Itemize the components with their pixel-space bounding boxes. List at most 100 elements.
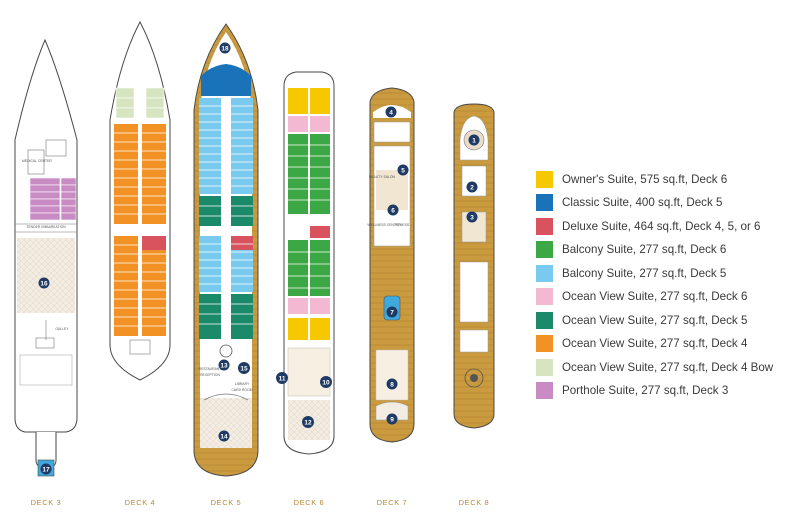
legend-swatch [536, 335, 553, 352]
deck-6-plan [283, 71, 335, 455]
deck-label-7: DECK 7 [376, 498, 408, 507]
svg-text:5: 5 [401, 167, 405, 174]
svg-text:9: 9 [390, 416, 394, 423]
svg-text:15: 15 [240, 365, 248, 372]
marker-18: 18 [219, 42, 231, 54]
classic-suites-deck5 [201, 64, 251, 96]
owners-suite-deck6-aft-port [288, 318, 308, 340]
marker-14: 14 [218, 430, 230, 442]
legend-item-balcony-suite-deck6: Balcony Suite, 277 sq.ft, Deck 6 [536, 241, 796, 259]
legend-item-porthole-suite: Porthole Suite, 277 sq.ft, Deck 3 [536, 382, 796, 400]
marker-3: 3 [466, 211, 478, 223]
legend-item-balcony-suite-deck5: Balcony Suite, 277 sq.ft, Deck 5 [536, 264, 796, 282]
legend-label: Ocean View Suite, 277 sq.ft, Deck 6 [562, 290, 748, 303]
legend-swatch [536, 194, 553, 211]
legend-label: Ocean View Suite, 277 sq.ft, Deck 4 [562, 337, 748, 350]
marker-12: 12 [302, 416, 314, 428]
legend-item-ocean-view-deck6: Ocean View Suite, 277 sq.ft, Deck 6 [536, 288, 796, 306]
marker-13: 13 [218, 359, 230, 371]
marker-2: 2 [466, 181, 478, 193]
legend-label: Owner's Suite, 575 sq.ft, Deck 6 [562, 172, 728, 186]
marker-8: 8 [386, 378, 398, 390]
svg-text:11: 11 [279, 375, 286, 382]
legend-label: Ocean View Suite, 277 sq.ft, Deck 4 Bow [562, 360, 774, 374]
svg-text:7: 7 [390, 309, 394, 316]
room-label-galley: GALLEY [55, 327, 69, 331]
legend-item-ocean-view-deck4: Ocean View Suite, 277 sq.ft, Deck 4 [536, 335, 796, 353]
legend-swatch [536, 382, 553, 399]
owners-suite-deck6-aft-starboard [310, 318, 330, 340]
ocean-view-suites-deck5 [199, 196, 253, 339]
legend-label: Balcony Suite, 277 sq.ft, Deck 5 [562, 266, 727, 280]
deck-5-plan [193, 23, 259, 477]
marker-11: 11 [276, 372, 288, 384]
owners-suite-deck6-bow-port [288, 88, 308, 114]
svg-text:13: 13 [220, 362, 228, 369]
suite-legend: Owner's Suite, 575 sq.ft, Deck 6 Classic… [536, 170, 796, 405]
deck-label-3: DECK 3 [30, 498, 62, 507]
legend-label: Balcony Suite, 277 sq.ft, Deck 6 [562, 243, 727, 256]
svg-text:4: 4 [389, 109, 393, 116]
svg-text:18: 18 [221, 45, 229, 52]
marker-16: 16 [38, 277, 50, 289]
room-label-card-room: CARD ROOM [231, 388, 252, 392]
legend-label: Classic Suite, 400 sq.ft, Deck 5 [562, 196, 723, 209]
marker-6: 6 [387, 204, 399, 216]
ocean-view-bow-suites-deck4 [115, 87, 165, 119]
marker-4: 4 [385, 106, 397, 118]
room-label-beauty-salon: BEAUTY SALON [369, 175, 395, 179]
legend-swatch [536, 358, 553, 376]
legend-label: Porthole Suite, 277 sq.ft, Deck 3 [562, 384, 729, 397]
legend-item-ocean-view-deck4-bow: Ocean View Suite, 277 sq.ft, Deck 4 Bow [536, 358, 796, 376]
deck-label-6: DECK 6 [293, 498, 325, 507]
deck-8-plan [453, 103, 495, 429]
legend-swatch [536, 241, 553, 258]
marker-15: 15 [238, 362, 250, 374]
svg-text:10: 10 [322, 379, 330, 386]
room-label-reception: RECEPTION [200, 373, 220, 377]
legend-swatch [536, 311, 553, 329]
deck-3-plan [14, 38, 78, 477]
svg-text:3: 3 [470, 214, 474, 221]
legend-item-deluxe-suite: Deluxe Suite, 464 sq.ft, Deck 4, 5, or 6 [536, 217, 796, 235]
deluxe-suite-deck6 [310, 226, 330, 238]
svg-text:12: 12 [304, 419, 312, 426]
owners-suite-deck6-bow-starboard [310, 88, 330, 114]
deluxe-suite-deck4 [142, 236, 166, 250]
marker-5: 5 [397, 164, 409, 176]
legend-swatch [536, 264, 553, 282]
ocean-view-suites-deck4 [114, 124, 166, 336]
deck-label-5: DECK 5 [210, 498, 242, 507]
marker-7: 7 [386, 306, 398, 318]
legend-swatch [536, 217, 553, 235]
porthole-suites-deck3 [29, 177, 77, 221]
room-label-wellness-center: WELLNESS CENTER [367, 223, 401, 227]
deck-label-8: DECK 8 [458, 498, 490, 507]
legend-item-owners-suite: Owner's Suite, 575 sq.ft, Deck 6 [536, 170, 796, 188]
room-label-restaurant: RESTAURANT [199, 367, 222, 371]
svg-text:14: 14 [220, 433, 228, 440]
legend-item-classic-suite: Classic Suite, 400 sq.ft, Deck 5 [536, 194, 796, 212]
svg-text:17: 17 [42, 466, 50, 473]
marker-10: 10 [320, 376, 332, 388]
svg-text:16: 16 [40, 280, 48, 287]
deluxe-suite-deck5 [231, 236, 253, 250]
marker-17: 17 [40, 463, 52, 475]
room-label-fitness: FITNESS [395, 223, 410, 227]
ocean-view-suites-deck6 [288, 116, 330, 314]
room-label-medical-center: MEDICAL CENTER [22, 159, 52, 163]
legend-label: Deluxe Suite, 464 sq.ft, Deck 4, 5, or 6 [562, 219, 761, 233]
svg-text:1: 1 [472, 137, 476, 144]
deck-7-plan [369, 87, 415, 443]
svg-text:2: 2 [470, 184, 474, 191]
legend-item-ocean-view-deck5: Ocean View Suite, 277 sq.ft, Deck 5 [536, 311, 796, 329]
marker-9: 9 [386, 413, 398, 425]
deck-4-plan [109, 20, 171, 381]
deck-label-4: DECK 4 [124, 498, 156, 507]
room-label-tender-embarkation: TENDER EMBARKATION [26, 225, 66, 229]
balcony-suites-deck6 [288, 134, 330, 296]
svg-text:6: 6 [391, 207, 395, 214]
legend-swatch [536, 288, 553, 305]
room-label-library: LIBRARY [235, 382, 250, 386]
